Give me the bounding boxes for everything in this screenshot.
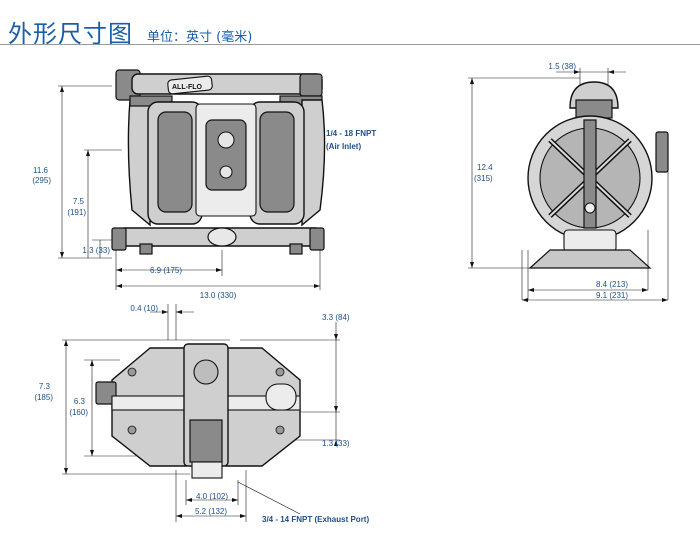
- front-height-mid-mm: (191): [67, 208, 86, 217]
- side-height-total-mm: (315): [474, 174, 493, 183]
- front-height-total-mm: (295): [32, 176, 51, 185]
- top-depth-inner-mm: (160): [69, 408, 88, 417]
- front-height-low: 1.3 (33): [82, 246, 110, 255]
- header-divider: [0, 44, 700, 45]
- top-offset-right: 3.3 (84): [322, 313, 350, 322]
- top-offset-left: 0.4 (10): [130, 304, 158, 313]
- units-label: 单位：英寸 (毫米): [147, 30, 253, 45]
- top-width-inner: 4.0 (102): [196, 492, 228, 501]
- page-header: 外形尺寸图 单位：英寸 (毫米): [0, 0, 700, 48]
- top-offset-low: 1.3 (33): [322, 439, 350, 448]
- top-depth-total-mm: (185): [34, 393, 53, 402]
- side-width-outer: 9.1 (231): [596, 291, 628, 300]
- top-depth-inner: 6.3: [74, 397, 86, 406]
- front-height-total: 11.6: [33, 166, 49, 175]
- top-depth-total: 7.3: [39, 382, 51, 391]
- top-view-drawing: 0.4 (10) 3.3 (84) 7.3 (185) 6.3 (160) 1.…: [34, 304, 369, 524]
- front-view-drawing: ALL-FLO 11.6 (295) 7.5 (191) 1.3 (33) 6.…: [32, 69, 376, 300]
- side-width-inner: 8.4 (213): [596, 280, 628, 289]
- side-view-drawing: 1.5 (38) 12.4 (315) 8.4 (213) 9.1 (231): [468, 62, 669, 302]
- page-title: 外形尺寸图: [8, 20, 133, 48]
- brand-logo: ALL-FLO: [172, 84, 202, 91]
- front-height-mid: 7.5: [73, 197, 85, 206]
- exhaust-port-label: 3/4 - 14 FNPT (Exhaust Port): [262, 515, 369, 524]
- top-width-outer: 5.2 (132): [195, 507, 227, 516]
- side-height-total: 12.4: [477, 163, 493, 172]
- front-width-half: 6.9 (175): [150, 266, 182, 275]
- side-top-width: 1.5 (38): [548, 62, 576, 71]
- front-width-total: 13.0 (330): [200, 291, 237, 300]
- air-inlet-note: (Air Inlet): [326, 142, 361, 151]
- air-inlet-label: 1/4 - 18 FNPT: [326, 129, 376, 138]
